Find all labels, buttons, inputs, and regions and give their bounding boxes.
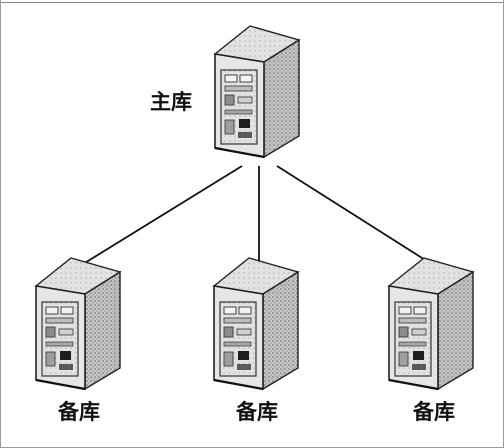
master-label: 主库: [150, 90, 192, 114]
replica-node-left: 备库: [36, 258, 120, 424]
replica-label: 备库: [57, 400, 100, 424]
master-server-icon: [215, 26, 299, 157]
master-node: 主库: [150, 26, 299, 157]
arrow-to-right-replica: [276, 165, 442, 271]
replica-server-icon: [214, 258, 298, 389]
replica-label: 备库: [235, 400, 278, 424]
replica-node-middle: 备库: [214, 258, 298, 424]
replica-server-icon: [36, 258, 120, 389]
replica-node-right: 备库: [389, 258, 473, 424]
replica-server-icon: [389, 258, 473, 389]
top-border-line: [1, 2, 503, 3]
arrow-to-left-replica: [74, 165, 243, 270]
replica-label: 备库: [412, 400, 455, 424]
